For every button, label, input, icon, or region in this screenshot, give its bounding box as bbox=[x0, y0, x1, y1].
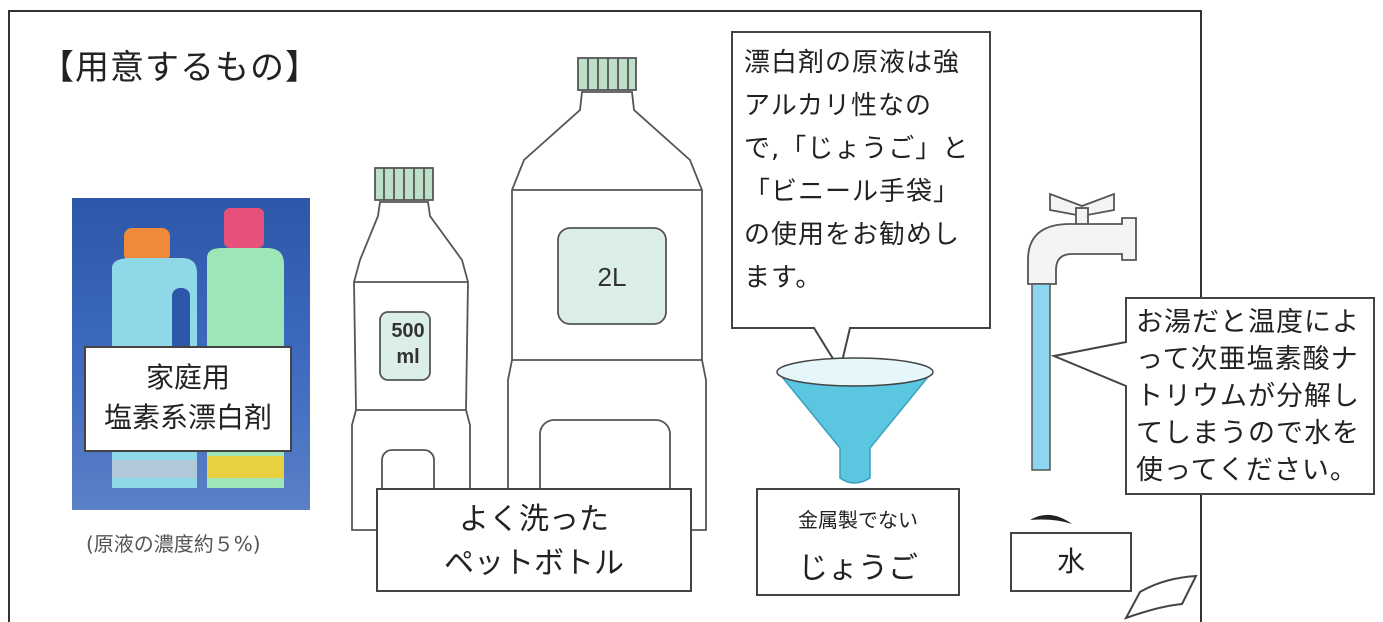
water-note-line: トリウムが分解し bbox=[1136, 381, 1360, 412]
water-note-line: 使ってください。 bbox=[1136, 455, 1358, 486]
funnel-note-line: 「ビニール手袋」 bbox=[744, 177, 961, 207]
pet-caption-line1: よく洗った bbox=[459, 502, 609, 537]
bleach-label-line2: 塩素系漂白剤 bbox=[103, 401, 272, 434]
funnel-note-line: ます。 bbox=[744, 263, 823, 293]
small-bottle-label: 500 ml bbox=[383, 318, 433, 370]
pet-bottles-illustration bbox=[351, 57, 707, 531]
funnel-caption-small: 金属製でない bbox=[798, 508, 918, 532]
funnel-note-line: 漂白剤の原液は強 bbox=[744, 48, 961, 78]
water-note: お湯だと温度によ って次亜塩素酸ナ トリウムが分解し てしまうので水を 使ってく… bbox=[1136, 304, 1368, 489]
large-bottle-label: 2L bbox=[597, 262, 627, 292]
pet-caption-line2: ペットボトル bbox=[444, 546, 624, 581]
water-note-line: てしまうので水を bbox=[1136, 418, 1360, 449]
water-note-line: って次亜塩素酸ナ bbox=[1136, 344, 1359, 375]
funnel-caption-box: 金属製でない じょうご bbox=[756, 488, 960, 596]
funnel-note-line: で,「じょうご」と bbox=[744, 134, 970, 164]
funnel-caption-big: じょうご bbox=[798, 551, 918, 586]
pet-bottle-caption-box: よく洗った ペットボトル bbox=[376, 488, 692, 592]
funnel-illustration bbox=[776, 357, 934, 484]
water-label-box: 水 bbox=[1010, 532, 1132, 592]
page-curl-icon bbox=[1123, 574, 1198, 620]
page-title: 【用意するもの】 bbox=[40, 48, 320, 88]
bleach-caption: (原液の濃度約５%) bbox=[86, 532, 261, 556]
funnel-speech-bubble bbox=[731, 31, 991, 373]
funnel-note-line: の使用をお勧めし bbox=[744, 220, 961, 250]
bleach-label-line1: 家庭用 bbox=[145, 361, 230, 394]
water-note-line: お湯だと温度によ bbox=[1136, 307, 1360, 338]
small-bottle-volume: 500 bbox=[391, 320, 425, 342]
water-speech-bubble bbox=[1050, 297, 1375, 495]
funnel-note: 漂白剤の原液は強 アルカリ性なの で,「じょうご」と 「ビニール手袋」 の使用を… bbox=[744, 42, 984, 300]
bleach-label-box: 家庭用 塩素系漂白剤 bbox=[84, 346, 292, 452]
faucet-illustration bbox=[1027, 192, 1137, 524]
small-bottle-unit: ml bbox=[396, 346, 420, 368]
funnel-note-line: アルカリ性なの bbox=[744, 91, 932, 121]
